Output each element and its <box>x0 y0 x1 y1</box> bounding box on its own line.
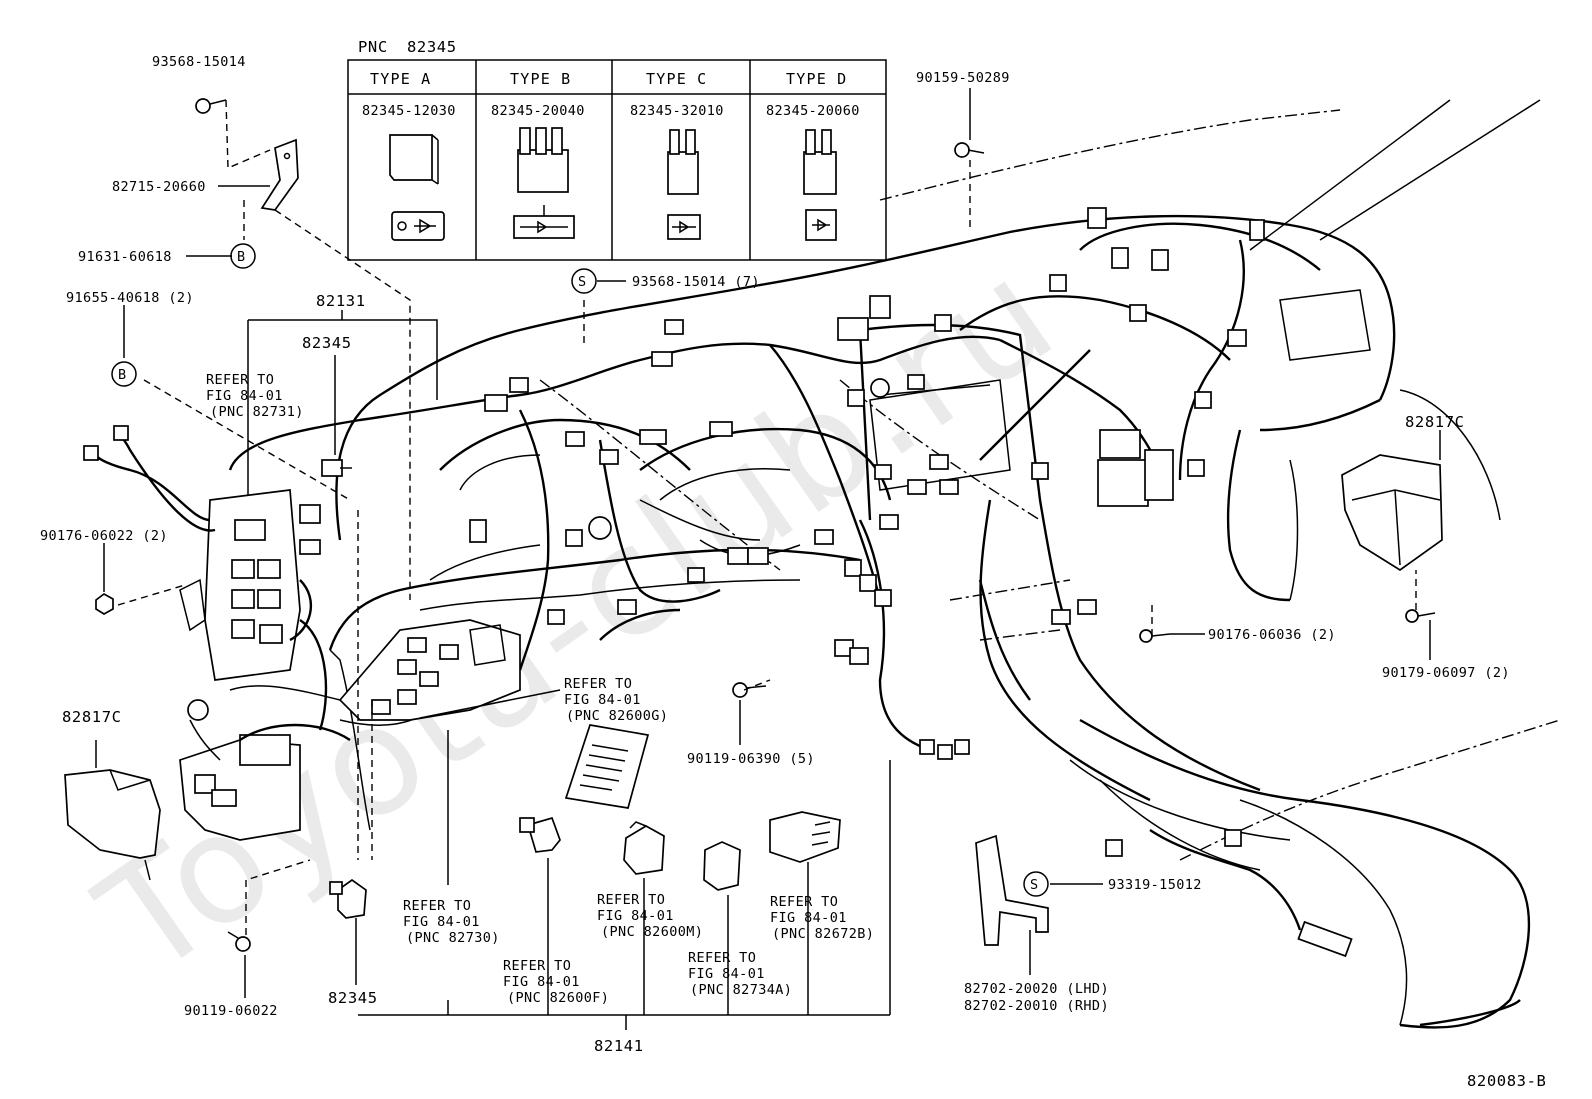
table-part-type-b: 82345-20040 <box>491 103 585 119</box>
relay-82672b <box>769 811 841 863</box>
screw-icon-90176-right <box>1139 629 1171 643</box>
svg-text:S: S <box>1030 877 1039 893</box>
label-82715: 82715-20660 <box>112 179 206 195</box>
marker-s-1: S <box>571 268 597 294</box>
label-90176-right: 90176-06036 (2) <box>1208 627 1336 643</box>
screw-icon-93568-top <box>195 98 227 114</box>
relay-type-d-drawing <box>803 129 837 241</box>
junction-block-82730 <box>179 685 351 841</box>
refer-82600g-line3: (PNC 82600G) <box>566 708 668 724</box>
label-82131: 82131 <box>316 292 366 310</box>
instrument-panel-outline <box>328 99 1561 1029</box>
label-90179: 90179-06097 (2) <box>1382 665 1510 681</box>
refer-82731-line1: REFER TO <box>206 372 274 388</box>
label-90176-left: 90176-06022 (2) <box>40 528 168 544</box>
refer-82734a-line3: (PNC 82734A) <box>690 982 792 998</box>
refer-82600g-line2: FIG 84-01 <box>564 692 641 708</box>
label-82817c-right: 82817C <box>1405 413 1465 431</box>
label-82345-upper: 82345 <box>302 334 352 352</box>
refer-82730-line2: FIG 84-01 <box>403 914 480 930</box>
pnc-number: 82345 <box>407 38 457 56</box>
screw-icon-90119-06022 <box>227 931 251 952</box>
assembly-dashed-lines <box>117 99 1417 935</box>
svg-text:B: B <box>237 249 246 265</box>
label-plate-82600g <box>564 724 650 809</box>
pnc-label: PNC <box>358 38 388 56</box>
screw-icon-90119-06390 <box>732 682 767 698</box>
relay-82345-upper <box>321 459 352 477</box>
screw-icon-90179 <box>1405 609 1436 623</box>
label-82702-rhd: 82702-20010 (RHD) <box>964 998 1109 1014</box>
refer-82731-line2: FIG 84-01 <box>206 388 283 404</box>
label-82702-lhd: 82702-20020 (LHD) <box>964 981 1109 997</box>
label-90119-06022: 90119-06022 <box>184 1003 278 1019</box>
relay-type-a-drawing <box>389 134 445 241</box>
lower-panel-82600g-region <box>338 619 521 721</box>
svg-text:S: S <box>578 274 587 290</box>
harness-connectors <box>469 207 1353 958</box>
marker-b-1: B <box>230 243 256 269</box>
label-91655: 91655-40618 (2) <box>66 290 194 306</box>
refer-82730-line1: REFER TO <box>403 898 471 914</box>
refer-82600m-line2: FIG 84-01 <box>597 908 674 924</box>
label-82345-lower: 82345 <box>328 989 378 1007</box>
label-90159: 90159-50289 <box>916 70 1010 86</box>
label-91631: 91631-60618 <box>78 249 172 265</box>
refer-82600f-line2: FIG 84-01 <box>503 974 580 990</box>
table-part-type-a: 82345-12030 <box>362 103 456 119</box>
relay-82600f <box>519 816 561 853</box>
relay-type-b-drawing <box>513 127 575 239</box>
wiring-harness-82141 <box>228 222 1321 931</box>
refer-82672b-line3: (PNC 82672B) <box>772 926 874 942</box>
label-82817c-left: 82817C <box>62 708 122 726</box>
refer-82730-line3: (PNC 82730) <box>406 930 500 946</box>
svg-text:B: B <box>118 367 127 383</box>
screw-icon-90159 <box>954 142 985 158</box>
refer-82734a-line1: REFER TO <box>688 950 756 966</box>
nut-icon-90176-left <box>95 592 114 615</box>
refer-82600f-line3: (PNC 82600F) <box>507 990 609 1006</box>
marker-b-2: B <box>111 361 137 387</box>
relay-82734a <box>703 841 741 891</box>
label-93568-s: 93568-15014 (7) <box>632 274 760 290</box>
callout-labels: 93568-15014 82715-20660 91631-60618 9165… <box>40 54 1546 1090</box>
table-header-type-d: TYPE D <box>786 70 847 88</box>
refer-82672b-line1: REFER TO <box>770 894 838 910</box>
refer-82600g-line1: REFER TO <box>564 676 632 692</box>
refer-82600m-line1: REFER TO <box>597 892 665 908</box>
relay-type-c-drawing <box>667 129 701 240</box>
refer-82734a-line2: FIG 84-01 <box>688 966 765 982</box>
refer-82600f-line1: REFER TO <box>503 958 571 974</box>
table-header-type-a: TYPE A <box>370 70 431 88</box>
pnc-table: PNC 82345 TYPE A TYPE B TYPE C TYPE D 82… <box>347 38 887 261</box>
refer-82731-line3: (PNC 82731) <box>210 404 304 420</box>
marker-s-2: S <box>1023 871 1049 897</box>
junction-block-82731 <box>83 425 328 731</box>
leader-lines <box>95 88 1441 1030</box>
label-93568-top: 93568-15014 <box>152 54 246 70</box>
refer-82672b-line2: FIG 84-01 <box>770 910 847 926</box>
relay-82345-lower <box>329 878 367 919</box>
label-90119-06390: 90119-06390 (5) <box>687 751 815 767</box>
refer-82600m-line3: (PNC 82600M) <box>601 924 703 940</box>
cover-82817c-right <box>1341 454 1443 572</box>
table-header-type-c: TYPE C <box>646 70 707 88</box>
cover-82817c-left <box>64 769 161 881</box>
relay-82600m <box>623 821 665 875</box>
figure-id: 820083-B <box>1467 1072 1546 1090</box>
table-part-type-c: 82345-32010 <box>630 103 724 119</box>
table-header-type-b: TYPE B <box>510 70 571 88</box>
label-82141: 82141 <box>594 1037 644 1055</box>
table-part-type-d: 82345-20060 <box>766 103 860 119</box>
label-93319: 93319-15012 <box>1108 877 1202 893</box>
bracket-82702 <box>975 834 1049 946</box>
